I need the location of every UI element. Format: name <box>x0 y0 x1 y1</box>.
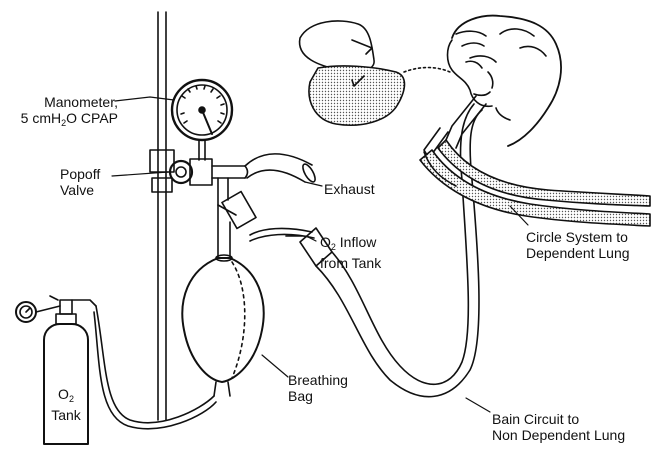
breathing-bag <box>182 258 263 396</box>
patient-head <box>448 16 562 146</box>
circle-label-line1: Circle System to <box>526 229 630 245</box>
o2-inflow-post: Inflow <box>336 234 376 250</box>
tee-connector <box>216 178 256 261</box>
circle-label-line2: Dependent Lung <box>526 245 630 261</box>
popoff-label-line1: Popoff <box>60 166 100 182</box>
o2-inflow-label: O2 Inflow from Tank <box>320 234 381 271</box>
iv-pole <box>158 12 166 420</box>
o2-tank-label: O2 Tank <box>44 386 88 423</box>
bain-label-line2: Non Dependent Lung <box>492 427 625 443</box>
upper-lung <box>300 21 375 72</box>
lower-lung <box>309 66 404 125</box>
manometer-label-line2-post: O CPAP <box>66 110 118 126</box>
circle-system-label: Circle System to Dependent Lung <box>526 229 630 261</box>
bain-label-line1: Bain Circuit to <box>492 411 625 427</box>
tank-label-pre: O <box>58 386 69 402</box>
manometer-label-line2-pre: 5 cmH <box>21 110 61 126</box>
exhaust-tube <box>245 154 317 184</box>
popoff-valve-label: Popoff Valve <box>60 166 100 198</box>
o2-inflow-pre: O <box>320 234 331 250</box>
bain-circuit-label: Bain Circuit to Non Dependent Lung <box>492 411 625 443</box>
o2-inflow-label-line1: O2 Inflow <box>320 234 381 255</box>
tank-label-line2: Tank <box>44 407 88 423</box>
manometer-gauge <box>172 80 232 160</box>
o2-inflow-label-line2: from Tank <box>320 255 381 271</box>
manometer-label: Manometer, 5 cmH2O CPAP <box>6 94 118 131</box>
popoff-label-line2: Valve <box>60 182 100 198</box>
breathing-label-line1: Breathing <box>288 372 348 388</box>
breathing-label-line2: Bag <box>288 388 348 404</box>
manometer-label-line2: 5 cmH2O CPAP <box>6 110 118 131</box>
popoff-valve-body <box>170 159 248 185</box>
breathing-bag-label: Breathing Bag <box>288 372 348 404</box>
airway-dotted <box>404 68 450 73</box>
tank-tubing <box>94 306 216 429</box>
exhaust-label: Exhaust <box>324 181 375 197</box>
tank-label-line1: O2 <box>44 386 88 407</box>
manometer-label-line1: Manometer, <box>6 94 118 110</box>
tank-label-subscript: 2 <box>69 394 74 404</box>
